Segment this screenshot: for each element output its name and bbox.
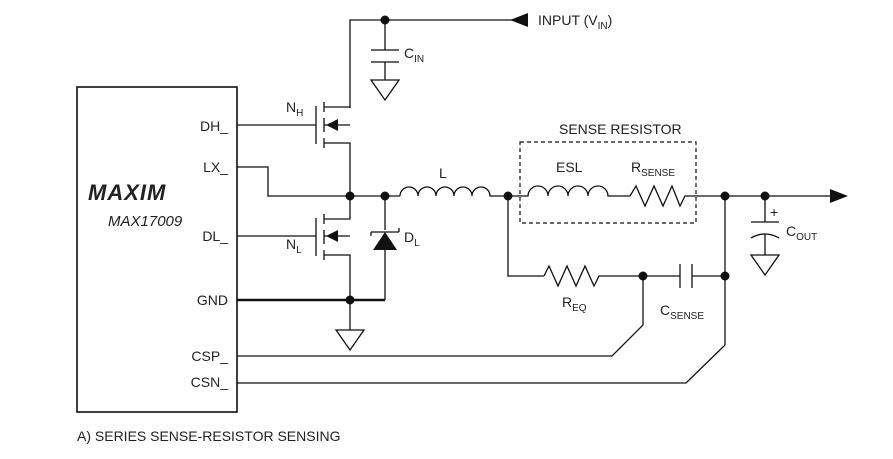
nl-label: NL [286,236,302,256]
nh-arrow [326,119,338,131]
input-rail [349,19,514,108]
dl-diode-icon [373,232,397,250]
cout-label: COUT [786,223,817,243]
cout-ground-icon [749,254,781,277]
lx-wire [237,166,400,197]
output-arrow [830,189,848,203]
csp-line [237,276,644,357]
cout-plus: + [770,204,778,220]
sense-resistor-box [519,141,697,224]
pin-gnd: GND [197,292,228,308]
inductor-l [399,186,508,197]
gnd-ground-icon [334,329,366,352]
dl-label: DL [404,229,420,249]
cin-label: CIN [404,45,424,65]
ic-logo: MAXIM [88,180,166,205]
rsense-resistor [629,184,725,208]
rsense-label: RSENSE [631,159,675,179]
cin-capacitor [371,20,399,80]
sense-resistor-title: SENSE RESISTOR [559,121,682,137]
dl-diode-bar [370,228,400,236]
inductor-label: L [439,165,447,181]
pin-dh: DH_ [200,118,228,134]
nh-label: NH [286,99,303,119]
input-label: INPUT (VIN) [538,12,612,32]
csense-label: CSENSE [660,302,704,322]
pin-dl: DL_ [202,228,228,244]
pin-lx: LX_ [203,159,228,175]
nh-mosfet [237,102,351,196]
ic-part-number: MAX17009 [108,213,183,230]
req-resistor [543,264,680,288]
ic-block [76,86,238,413]
input-arrow [510,13,528,27]
cout-capacitor [750,196,780,255]
req-branch-wire [507,196,544,277]
pin-csn: CSN_ [191,374,229,390]
csense-capacitor [679,264,725,288]
diagram-caption: A) SERIES SENSE-RESISTOR SENSING [77,428,340,444]
cin-ground-icon [369,79,401,102]
csn-line [237,344,726,384]
req-label: REQ [562,294,587,314]
nl-arrow [326,230,338,242]
esl-label: ESL [556,159,583,175]
pin-csp: CSP_ [191,348,228,364]
esl-inductor [508,185,630,197]
nl-mosfet [237,196,351,300]
